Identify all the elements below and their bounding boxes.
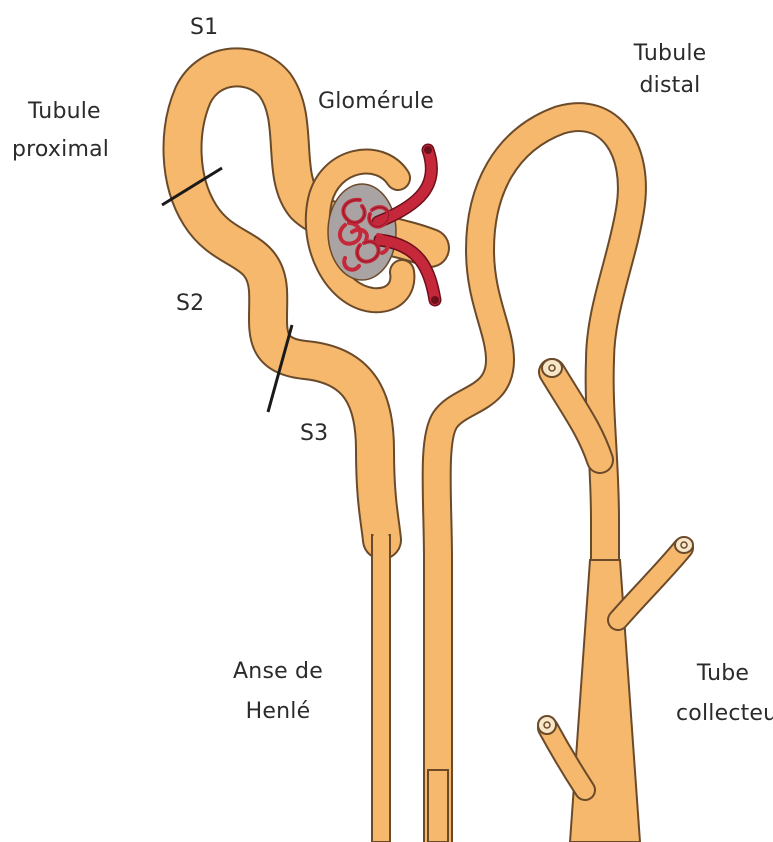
label-tubule-proximal-line2: proximal xyxy=(12,136,109,164)
label-anse-line2: Henlé xyxy=(228,698,328,726)
label-anse-line1: Anse de xyxy=(228,658,328,686)
label-anse-de-henle: Anse de Henlé xyxy=(228,658,328,726)
branch-opening-top xyxy=(542,359,562,377)
label-tubule-proximal-line1: Tubule xyxy=(12,98,109,126)
label-tube-collecteur-line1: Tube xyxy=(676,660,770,688)
label-tubule-distal: Tubule distal xyxy=(625,40,715,100)
label-tubule-proximal: Tubule proximal xyxy=(12,98,109,164)
branch-opening-right xyxy=(675,537,693,553)
label-glomerule: Glomérule xyxy=(318,88,434,116)
thin-descending-limb xyxy=(372,535,390,842)
label-tube-collecteur-line2: collecteur xyxy=(676,700,770,728)
label-s2: S2 xyxy=(176,290,204,318)
label-tube-collecteur: Tube collecteur xyxy=(676,660,770,728)
label-s1: S1 xyxy=(190,14,218,42)
label-s3: S3 xyxy=(300,420,328,448)
branch-opening-bottom xyxy=(538,716,556,734)
label-tubule-distal-line1: Tubule xyxy=(625,40,715,68)
label-tubule-distal-line2: distal xyxy=(625,72,715,100)
